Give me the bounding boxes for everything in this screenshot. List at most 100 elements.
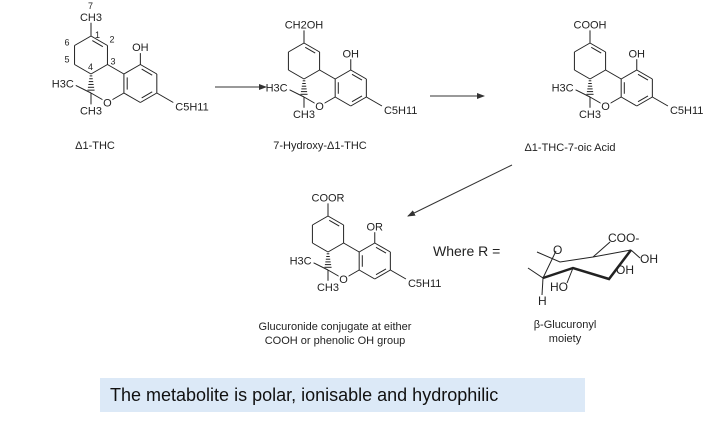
h-bond bbox=[541, 277, 544, 296]
bond-C3-a1 bbox=[319, 69, 336, 80]
caption-thc-oic-acid: Δ1-THC-7-oic Acid bbox=[524, 142, 616, 154]
bond-a4-a5 bbox=[636, 96, 653, 107]
bond-C4-C5 bbox=[74, 64, 92, 75]
coo-bond bbox=[592, 241, 611, 258]
bond-C3-a1 bbox=[343, 242, 360, 253]
bond-a4-a5 bbox=[374, 269, 391, 280]
bond-C6-C1 bbox=[312, 215, 329, 226]
double-bond-C1-C2 bbox=[92, 40, 104, 48]
where-r-label: Where R = bbox=[433, 243, 500, 259]
ring-sub-label: OR bbox=[367, 221, 384, 233]
chain-label: C5H11 bbox=[670, 105, 703, 117]
bond-C6-C1 bbox=[74, 35, 92, 46]
bond-C3-C4 bbox=[303, 69, 320, 80]
caption-hydroxy-thc: 7-Hydroxy-Δ1-THC bbox=[273, 140, 367, 152]
double-bond-a4-a5 bbox=[637, 95, 649, 103]
h-label: H bbox=[538, 294, 547, 308]
bond-a5-a6 bbox=[334, 96, 352, 107]
bond-C3-C4 bbox=[90, 64, 108, 75]
methyl-left-label: H3C bbox=[266, 83, 288, 95]
double-bond-a2-a3 bbox=[375, 246, 387, 254]
carboxylate-label: COO- bbox=[608, 231, 639, 245]
bond-a2-a3 bbox=[350, 69, 367, 80]
double-bond-a2-a3 bbox=[637, 73, 649, 81]
double-bond-a4-a5 bbox=[375, 268, 387, 276]
chair-front bbox=[542, 249, 632, 281]
top-group-label: CH2OH bbox=[285, 20, 324, 32]
ring-oxygen: O bbox=[553, 243, 562, 257]
methyl-left-label: H3C bbox=[52, 78, 74, 90]
ho-bond bbox=[566, 267, 574, 284]
oh-label-2: OH bbox=[616, 263, 634, 277]
methyl-left-bond bbox=[575, 89, 591, 98]
bond-a2-a3 bbox=[140, 64, 158, 75]
bond-C4-C5 bbox=[574, 69, 591, 80]
bond-a5-a6 bbox=[620, 96, 638, 107]
chain-bond bbox=[366, 96, 383, 107]
atom-number-4: 4 bbox=[88, 62, 93, 72]
bond-C1-C2 bbox=[327, 215, 344, 226]
ring-sub-label: OH bbox=[132, 42, 149, 54]
methyl-down-label: CH3 bbox=[293, 109, 315, 121]
top-group-label: COOR bbox=[312, 193, 345, 205]
bond-C6-C1 bbox=[574, 42, 591, 53]
bond-a1-a2 bbox=[358, 242, 376, 253]
bond-a5-a6 bbox=[358, 269, 376, 280]
ring-oxygen-label: O bbox=[315, 101, 324, 113]
bond-C3-C4 bbox=[327, 242, 344, 253]
atom-number-6: 6 bbox=[65, 38, 70, 48]
double-bond-C1-C2 bbox=[328, 219, 340, 227]
methyl-down-label: CH3 bbox=[579, 109, 601, 121]
ring-sub-label: OH bbox=[629, 48, 646, 60]
chain-bond bbox=[390, 269, 407, 280]
oh2-bond bbox=[608, 267, 619, 280]
double-bond-C1-C2 bbox=[590, 46, 602, 54]
atom-number-2: 2 bbox=[109, 35, 114, 45]
top-group-label: CH3 bbox=[80, 12, 102, 24]
bond-a2-a3 bbox=[374, 242, 391, 253]
caption-glucuronide: Glucuronide conjugate at either COOH or … bbox=[258, 321, 412, 347]
bond-C3-a1 bbox=[605, 69, 622, 80]
bond-C3-a1 bbox=[107, 64, 125, 75]
double-bond-a2-a3 bbox=[351, 73, 363, 81]
glucuronyl-structure: O COO- OH OH HO H bbox=[527, 231, 658, 308]
methyl-left-bond bbox=[75, 84, 92, 94]
bond-C1-C2 bbox=[90, 35, 108, 46]
bond-C1-C2 bbox=[303, 42, 320, 53]
chair-back bbox=[536, 251, 594, 263]
bond-a5-a6 bbox=[123, 92, 141, 103]
bond-C4-C5 bbox=[312, 242, 329, 253]
atom-number-7: 7 bbox=[88, 1, 93, 11]
atom-number-1: 1 bbox=[95, 30, 100, 40]
chain-bond bbox=[652, 96, 669, 107]
chain-label: C5H11 bbox=[408, 278, 441, 290]
ring-sub-label: OH bbox=[343, 48, 360, 60]
double-bond-a4-a5 bbox=[351, 95, 363, 103]
bond-a1-a2 bbox=[334, 69, 352, 80]
methyl-left-bond bbox=[313, 262, 329, 271]
bond-C6-C1 bbox=[288, 42, 305, 53]
double-bond-a4-a5 bbox=[141, 91, 153, 99]
methyl-left-bond bbox=[289, 89, 305, 98]
bond-a1-a2 bbox=[123, 64, 141, 75]
methyl-left-label: H3C bbox=[552, 83, 574, 95]
bond-a4-a5 bbox=[350, 96, 367, 107]
chain-label: C5H11 bbox=[175, 102, 208, 114]
caption-glucuronyl: β-Glucuronyl moiety bbox=[533, 319, 597, 345]
ring-oxygen-label: O bbox=[103, 98, 112, 110]
bond-a1-a2 bbox=[620, 69, 638, 80]
chain-label: C5H11 bbox=[384, 105, 417, 117]
bond-a2-a3 bbox=[636, 69, 653, 80]
summary-banner: The metabolite is polar, ionisable and h… bbox=[100, 378, 585, 412]
bond-C1-C2 bbox=[589, 42, 606, 53]
bond-C3-C4 bbox=[589, 69, 606, 80]
atom-number-5: 5 bbox=[65, 55, 70, 65]
double-bond-C1-C2 bbox=[304, 46, 316, 54]
chair-right bbox=[592, 249, 632, 258]
caption-thc: Δ1-THC bbox=[75, 140, 115, 152]
